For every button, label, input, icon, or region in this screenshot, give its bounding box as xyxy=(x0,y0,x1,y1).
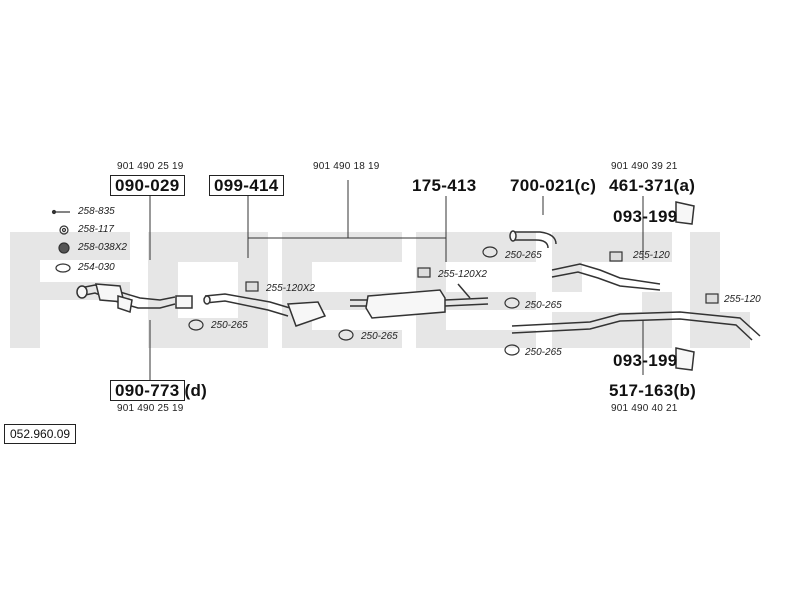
accessory-label: 254-030 xyxy=(78,262,115,273)
oem-number: 901 490 39 21 xyxy=(611,161,678,172)
clamp-glyphs xyxy=(188,246,719,356)
accessory-label: 250-265 xyxy=(525,300,562,311)
accessory-label: 258-117 xyxy=(78,224,114,235)
accessory-label: 250-265 xyxy=(505,250,542,261)
accessory-label: 255-120X2 xyxy=(266,283,315,294)
oem-number: 901 490 18 19 xyxy=(313,161,380,172)
oem-number: 901 490 40 21 xyxy=(611,403,678,414)
accessory-label: 255-120 xyxy=(633,250,670,261)
part-number-093-199-top[interactable]: 093-199 xyxy=(613,207,678,226)
accessory-label: 258-835 xyxy=(78,206,115,217)
part-number-099-414[interactable]: 099-414 xyxy=(209,175,284,196)
exhaust-components xyxy=(76,201,761,371)
oem-number: 901 490 25 19 xyxy=(117,161,184,172)
part-number-700-021[interactable]: 700-021(c) xyxy=(510,176,597,195)
part-suffix: (d) xyxy=(184,381,208,400)
part-number-090-773[interactable]: 090-773 xyxy=(110,380,185,401)
part-number-517-163[interactable]: 517-163(b) xyxy=(609,381,697,400)
part-number-093-199-bottom[interactable]: 093-199 xyxy=(613,351,678,370)
accessory-label: 258-038X2 xyxy=(78,242,127,253)
accessory-label: 250-265 xyxy=(361,331,398,342)
part-number-090-773-group: 090-773(d) xyxy=(110,380,208,401)
accessory-label: 250-265 xyxy=(211,320,248,331)
part-number-175-413[interactable]: 175-413 xyxy=(412,176,477,195)
oem-number: 901 490 25 19 xyxy=(117,403,184,414)
part-number-461-371[interactable]: 461-371(a) xyxy=(609,176,696,195)
part-number-090-029[interactable]: 090-029 xyxy=(110,175,185,196)
accessory-label: 255-120 xyxy=(724,294,761,305)
leader-lines xyxy=(149,180,644,383)
accessory-label: 250-265 xyxy=(525,347,562,358)
accessory-glyphs xyxy=(51,209,71,273)
accessory-label: 255-120X2 xyxy=(438,269,487,280)
catalog-number: 052.960.09 xyxy=(4,424,77,444)
